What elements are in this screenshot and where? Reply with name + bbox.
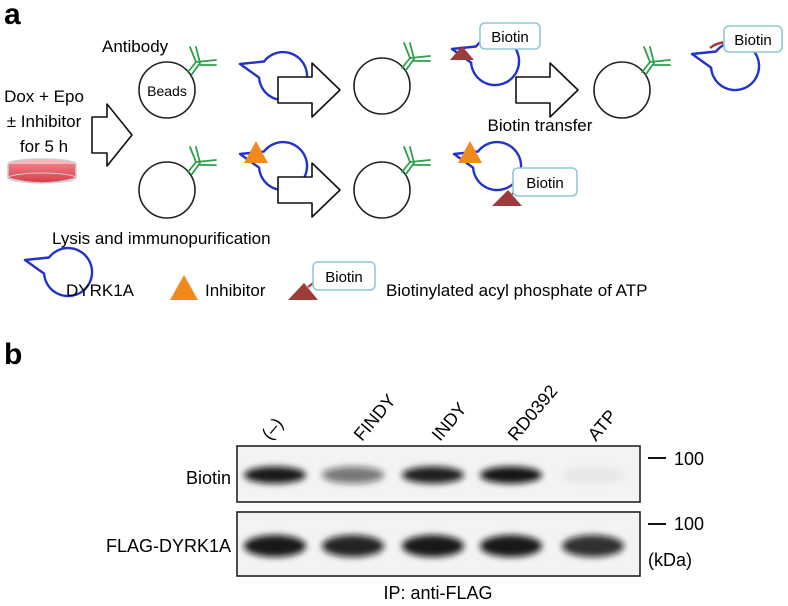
- bead-complex-2: Biotin: [353, 22, 541, 115]
- mw-marker-label: 100: [674, 449, 704, 469]
- blot-band: [480, 466, 542, 484]
- antibody-label: Antibody: [102, 37, 169, 56]
- lane-labels: (–) FINDY INDY RD0392 ATP: [258, 381, 621, 444]
- condition-text: Dox + Epo ± Inhibitor for 5 h: [4, 87, 84, 156]
- blot-band: [480, 535, 542, 557]
- legend-probe-label: Biotinylated acyl phosphate of ATP: [386, 281, 647, 300]
- condition-line-1: Dox + Epo: [4, 87, 84, 106]
- split-arrow-icon: [91, 103, 133, 167]
- biotin-tag-label: Biotin: [491, 29, 529, 46]
- blot-band: [402, 466, 464, 484]
- lysis-label: Lysis and immunopurification: [52, 229, 271, 248]
- blot-band: [562, 535, 624, 557]
- band-group: [244, 535, 624, 557]
- legend-dyrk1a-label: DYRK1A: [66, 281, 135, 300]
- bead-icon: [138, 61, 196, 119]
- antibody-icon: [641, 46, 671, 75]
- panel-a-label: a: [4, 0, 21, 31]
- bead-icon: [593, 61, 651, 119]
- legend: DYRK1A Inhibitor Biotin Biotinylated acy…: [23, 246, 647, 300]
- biotin-tag: [479, 22, 541, 50]
- legend-inhibitor-icon: [170, 275, 198, 300]
- condition-line-3: for 5 h: [20, 137, 68, 156]
- free-probe: Biotin: [492, 167, 578, 206]
- lane-label-5: ATP: [584, 406, 621, 445]
- legend-biotin-tag-label: Biotin: [325, 269, 363, 286]
- row-label: FLAG-DYRK1A: [106, 536, 231, 556]
- culture-dish-icon: [7, 158, 77, 184]
- inhibitor-icon: [458, 141, 482, 163]
- mw-marker-label: 100: [674, 514, 704, 534]
- arrow-right-icon: [277, 62, 341, 118]
- antibody-icon: [401, 42, 431, 71]
- biotin-tag-label: Biotin: [734, 32, 772, 49]
- bead-complex-5: [353, 140, 523, 219]
- bead-complex-1: Beads: [138, 46, 309, 119]
- blot-biotin: Biotin: [186, 445, 641, 503]
- probe-icon: [492, 190, 522, 206]
- panel-b-label: b: [4, 338, 22, 371]
- biotin-transfer-label: Biotin transfer: [488, 116, 593, 135]
- biotin-tag-label: Biotin: [526, 175, 564, 192]
- blot-band: [244, 466, 306, 484]
- arrow-right-icon: [515, 62, 579, 118]
- biotin-tag: [512, 167, 578, 197]
- blot-flag-dyrk1a: FLAG-DYRK1A: [106, 511, 641, 577]
- inhibitor-icon: [244, 141, 268, 163]
- legend-inhibitor-label: Inhibitor: [205, 281, 266, 300]
- lane-label-4: RD0392: [504, 381, 562, 444]
- dyrk1a-icon: [452, 140, 523, 192]
- legend-dyrk1a-icon: [23, 246, 94, 298]
- blot-band: [244, 535, 306, 557]
- blot-band: [562, 466, 624, 484]
- beads-label: Beads: [147, 83, 187, 99]
- antibody-icon: [187, 46, 217, 75]
- blot-band: [322, 535, 384, 557]
- bead-complex-3: Biotin: [593, 25, 783, 119]
- row-label: Biotin: [186, 468, 231, 488]
- lane-label-1: (–): [258, 414, 287, 444]
- bead-icon: [353, 57, 411, 115]
- bead-icon: [138, 161, 196, 219]
- blot-band: [402, 535, 464, 557]
- antibody-icon: [187, 146, 217, 175]
- biotin-tag: [723, 25, 783, 53]
- bead-icon: [353, 161, 411, 219]
- probe-icon: [450, 46, 474, 60]
- condition-line-2: ± Inhibitor: [7, 112, 82, 131]
- legend-biotin-tag: [312, 261, 376, 291]
- mw-markers: 100 100 (kDa): [648, 449, 704, 570]
- band-group: [244, 466, 624, 484]
- lane-label-2: FINDY: [350, 390, 400, 444]
- ip-label: IP: anti-FLAG: [383, 583, 492, 603]
- legend-probe-icon: [288, 283, 318, 300]
- arrow-right-icon: [277, 162, 341, 218]
- kda-label: (kDa): [648, 550, 692, 570]
- lane-label-3: INDY: [428, 399, 471, 445]
- antibody-icon: [401, 146, 431, 175]
- blot-band: [322, 466, 384, 484]
